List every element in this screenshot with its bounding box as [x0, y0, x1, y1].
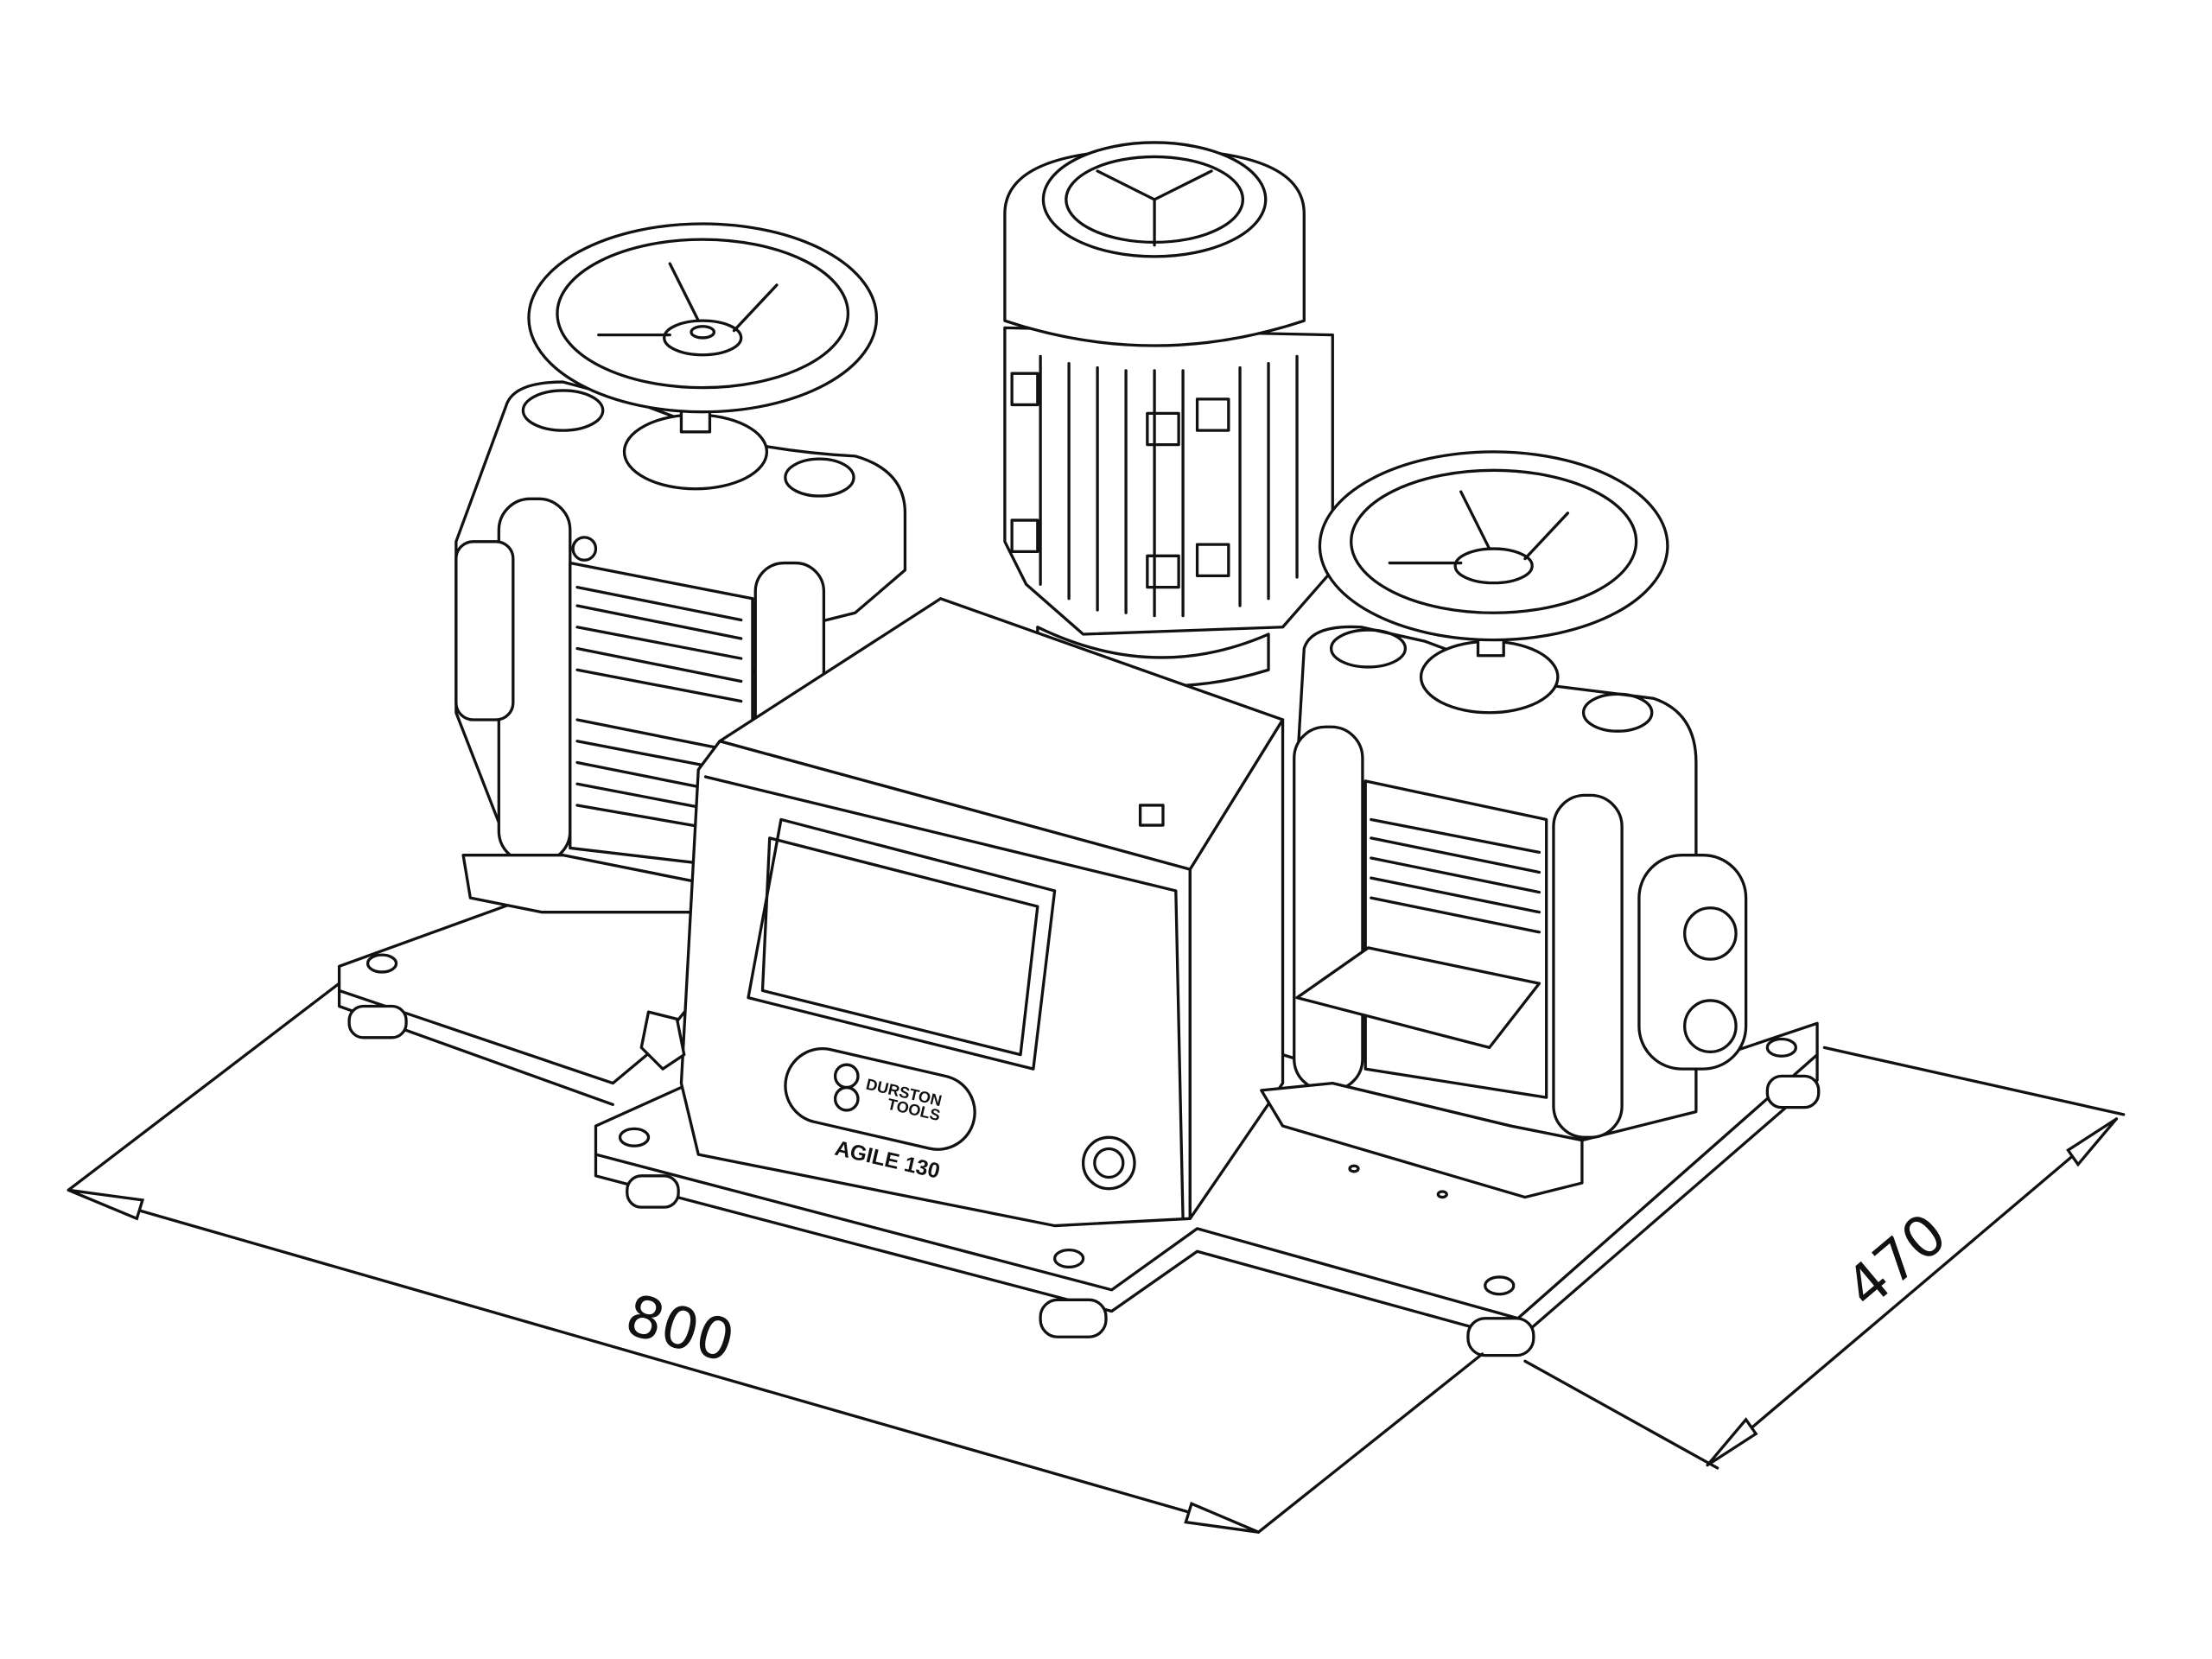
left-rolling-mill [454, 222, 907, 914]
electric-motor [1003, 141, 1334, 688]
width-dimension-label: 800 [619, 1281, 741, 1376]
power-switch [1138, 804, 1165, 827]
gearbox-housing: DURSTON TOOLS AGILE 130 [639, 597, 1285, 1228]
depth-dimension-label: 470 [1833, 1200, 1959, 1321]
emergency-stop-button [1081, 1135, 1136, 1191]
right-rolling-mill [1260, 450, 1748, 1199]
